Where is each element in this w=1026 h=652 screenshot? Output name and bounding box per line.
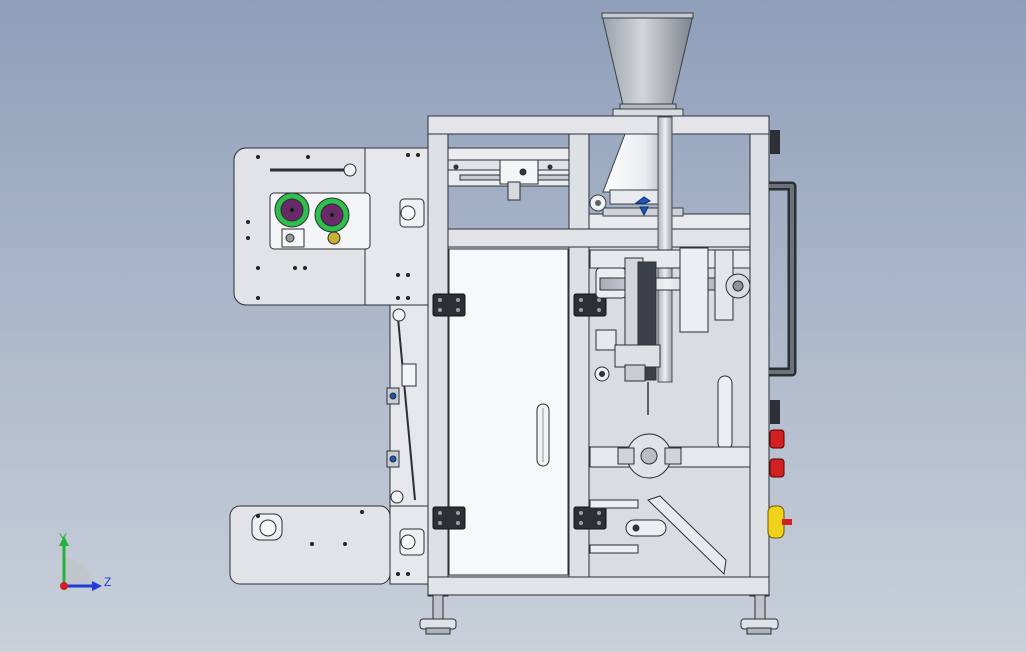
door-hinges: [432, 293, 607, 530]
front-door: [448, 248, 569, 576]
control-panel: [767, 130, 792, 539]
upper-film-bracket: [447, 147, 570, 201]
y-axis-label: Y: [59, 531, 68, 545]
jaw-assembly: [589, 247, 751, 576]
origin-dot: [60, 582, 68, 590]
film-unwind-lower: [229, 505, 429, 585]
side-handle: [769, 181, 797, 377]
hopper: [601, 12, 694, 118]
coordinate-triad: Y Z: [50, 530, 120, 600]
film-guide-column: [386, 304, 429, 507]
triad-axes: [59, 536, 102, 591]
film-unwind-upper: [233, 147, 429, 306]
z-axis-label: Z: [104, 575, 112, 589]
leveling-feet: [419, 594, 779, 635]
